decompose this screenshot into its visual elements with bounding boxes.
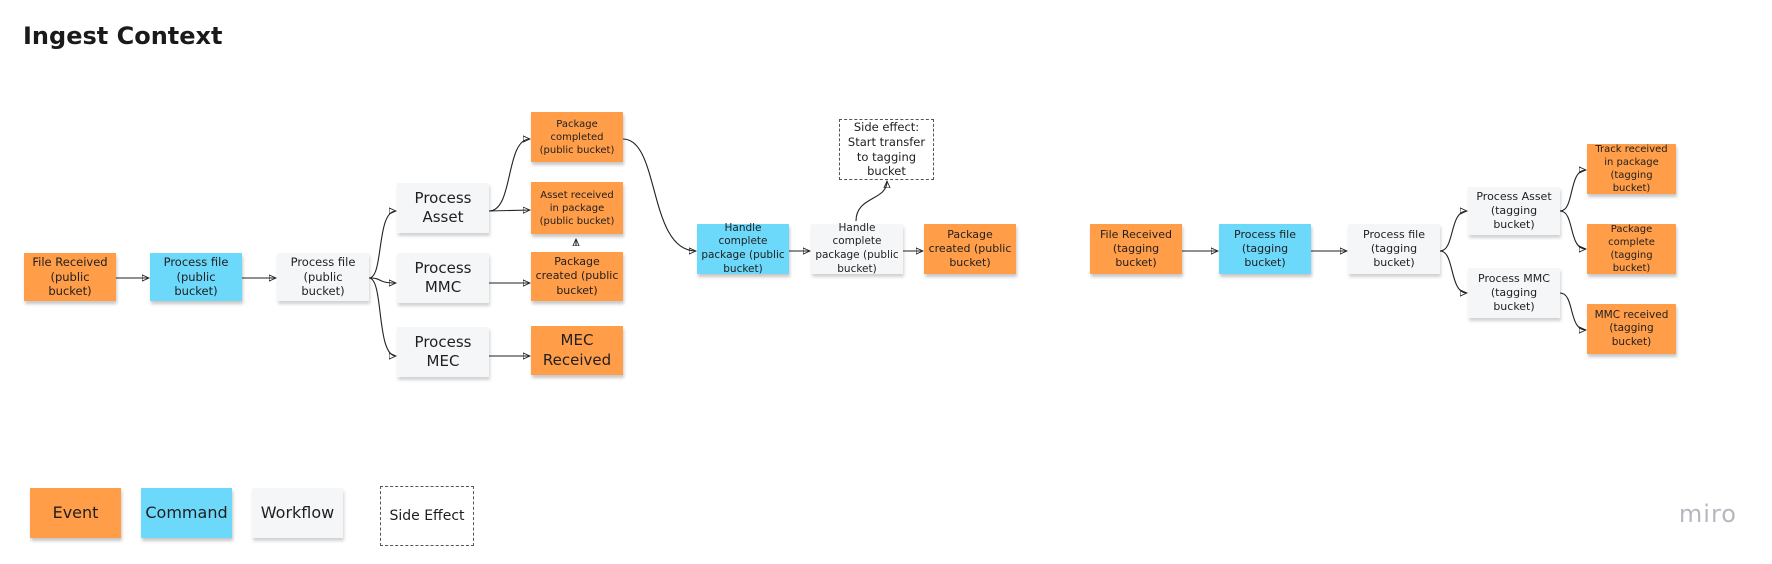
event-mmc-received-tagging[interactable]: MMC received (tagging bucket) xyxy=(1587,304,1676,354)
legend-side-effect: Side Effect xyxy=(380,486,474,546)
event-package-created-public[interactable]: Package created (public bucket) xyxy=(924,224,1016,274)
edge-process-asset-tagging-to-package-complete xyxy=(1559,210,1586,249)
event-mec-received[interactable]: MEC Received xyxy=(531,326,623,375)
workflow-process-file-public[interactable]: Process file (public bucket) xyxy=(277,253,369,301)
workflow-process-mmc[interactable]: Process MMC xyxy=(397,253,489,303)
event-package-created-public-mmc[interactable]: Package created (public bucket) xyxy=(531,252,623,301)
miro-logo: miro xyxy=(1678,500,1737,528)
edge-process-file-to-process-mec xyxy=(368,277,396,356)
command-process-file-public[interactable]: Process file (public bucket) xyxy=(150,253,242,301)
edge-process-mmc-tagging-to-mmc-received xyxy=(1559,292,1586,330)
event-file-received-public[interactable]: File Received (public bucket) xyxy=(24,253,116,301)
edge-process-asset-to-package-completed xyxy=(488,139,530,212)
edge-process-file-to-process-mmc xyxy=(368,277,396,283)
command-process-file-tagging[interactable]: Process file (tagging bucket) xyxy=(1219,224,1311,274)
workflow-process-file-tagging[interactable]: Process file (tagging bucket) xyxy=(1348,224,1440,274)
edge-package-completed-to-handle-complete-command xyxy=(622,138,696,251)
event-package-complete-tagging[interactable]: Package complete (tagging bucket) xyxy=(1587,224,1676,274)
workflow-process-mec[interactable]: Process MEC xyxy=(397,327,489,377)
workflow-handle-complete-package[interactable]: Handle complete package (public bucket) xyxy=(811,222,903,275)
edge-handle-complete-workflow-to-side-effect xyxy=(855,181,887,222)
legend-command: Command xyxy=(141,488,232,538)
edge-process-asset-to-asset-received xyxy=(488,210,530,211)
legend-event: Event xyxy=(30,488,121,538)
page-title: Ingest Context xyxy=(23,22,223,50)
event-package-completed-public[interactable]: Package completed (public bucket) xyxy=(531,112,623,162)
workflow-process-asset[interactable]: Process Asset xyxy=(397,183,489,233)
command-handle-complete-package[interactable]: Handle complete package (public bucket) xyxy=(697,222,789,275)
legend-workflow: Workflow xyxy=(252,488,343,538)
side-effect-start-transfer[interactable]: Side effect: Start transfer to tagging b… xyxy=(839,119,934,180)
edge-process-file-tagging-to-process-asset xyxy=(1439,211,1467,252)
event-asset-received-in-package[interactable]: Asset received in package (public bucket… xyxy=(531,182,623,234)
edge-process-file-to-process-asset xyxy=(368,211,396,279)
event-track-received-tagging[interactable]: Track received in package (tagging bucke… xyxy=(1587,144,1676,194)
edge-process-asset-tagging-to-track-received xyxy=(1559,170,1586,212)
workflow-process-asset-tagging[interactable]: Process Asset (tagging bucket) xyxy=(1468,187,1560,235)
event-file-received-tagging[interactable]: File Received (tagging bucket) xyxy=(1090,224,1182,274)
workflow-process-mmc-tagging[interactable]: Process MMC (tagging bucket) xyxy=(1468,268,1560,318)
edge-process-file-tagging-to-process-mmc xyxy=(1439,250,1467,293)
